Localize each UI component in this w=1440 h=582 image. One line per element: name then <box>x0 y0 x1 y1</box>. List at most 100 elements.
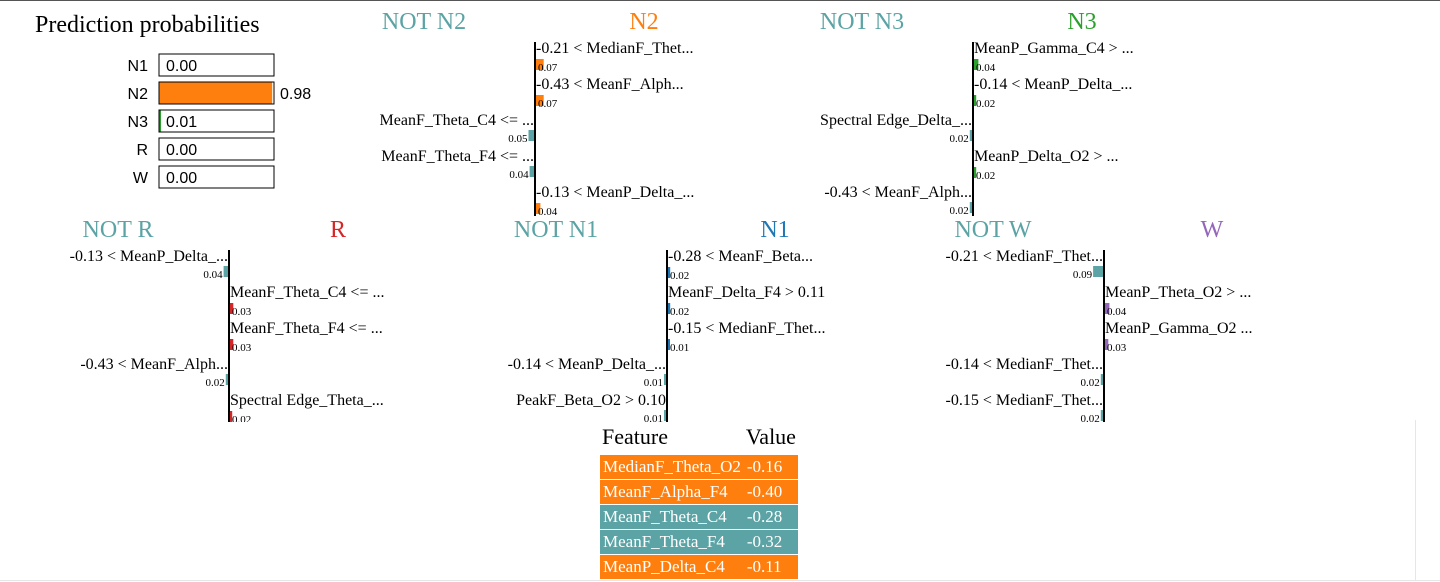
contribution-bar <box>664 374 666 385</box>
prob-bar-fill <box>159 110 161 132</box>
table-row: MedianF_Theta_O2-0.16 <box>600 454 798 480</box>
contribution-bar <box>536 95 544 106</box>
feature-label: MeanF_Theta_F4 <= ... <box>381 148 534 165</box>
contribution-bar <box>969 202 972 213</box>
value-column-header: Value <box>745 424 796 449</box>
class-heading: N2 <box>629 9 658 35</box>
table-row: MeanF_Theta_C4-0.28 <box>600 504 798 530</box>
contribution-bar <box>529 166 534 177</box>
feature-label: -0.15 < MedianF_Thet... <box>668 320 825 337</box>
weight-label: 0.02 <box>1081 413 1100 422</box>
feature-label: MeanP_Delta_O2 > ... <box>974 148 1119 165</box>
bottom-rule <box>0 580 1440 581</box>
prob-class-label: W <box>133 170 149 187</box>
feature-value-cell: -0.11 <box>743 554 798 579</box>
weight-label: 0.07 <box>538 98 558 110</box>
weight-label: 0.02 <box>232 414 251 422</box>
weight-label: 0.01 <box>644 377 663 389</box>
feature-name-cell: MeanP_Delta_C4 <box>600 554 744 579</box>
weight-label: 0.05 <box>508 133 528 145</box>
weight-label: 0.03 <box>1107 342 1127 354</box>
contribution-bar <box>974 167 977 178</box>
weight-label: 0.04 <box>203 269 223 281</box>
feature-label: Spectral Edge_Delta_... <box>820 112 972 129</box>
weight-label: 0.02 <box>950 133 969 145</box>
contribution-bar <box>1093 266 1103 277</box>
feature-label: -0.15 < MedianF_Thet... <box>946 392 1103 409</box>
feature-label: -0.43 < MeanF_Alph... <box>80 356 228 373</box>
weight-label: 0.09 <box>1073 269 1093 281</box>
weight-label: 0.02 <box>1081 377 1100 389</box>
class-heading: N3 <box>1067 9 1096 35</box>
feature-label: -0.14 < MedianF_Thet... <box>946 356 1103 373</box>
prob-bar-fill <box>159 82 273 104</box>
weight-label: 0.03 <box>232 306 252 318</box>
table-header-row: Feature Value <box>600 424 798 455</box>
weight-label: 0.04 <box>976 62 996 74</box>
contribution-bar <box>969 130 972 141</box>
feature-label: -0.13 < MeanP_Delta_... <box>536 184 694 201</box>
weight-label: 0.02 <box>670 306 689 318</box>
feature-label: -0.14 < MeanP_Delta_... <box>974 76 1132 93</box>
feature-label: MeanF_Delta_F4 > 0.11 <box>668 284 825 301</box>
output-scroll-edge <box>1415 420 1416 580</box>
not-class-heading: NOT R <box>83 217 154 243</box>
contribution-bar <box>664 410 666 421</box>
prob-class-label: N1 <box>128 58 149 75</box>
class-heading: R <box>330 217 346 243</box>
feature-value-cell: -0.32 <box>743 529 798 555</box>
feature-label: MeanF_Theta_C4 <= ... <box>380 112 534 129</box>
feature-label: -0.43 < MeanF_Alph... <box>536 76 684 93</box>
weight-label: 0.01 <box>644 413 663 422</box>
feature-label: MeanP_Gamma_C4 > ... <box>974 40 1134 57</box>
prob-bar-outline <box>158 137 275 161</box>
not-class-heading: NOT N2 <box>382 9 466 35</box>
prob-bar-outline <box>158 81 275 105</box>
prediction-probabilities-title: Prediction probabilities <box>35 12 260 38</box>
feature-name-cell: MeanF_Alpha_F4 <box>600 479 744 505</box>
feature-label: -0.28 < MeanF_Beta... <box>668 248 813 265</box>
weight-label: 0.02 <box>976 170 995 182</box>
feature-name-cell: MedianF_Theta_O2 <box>600 454 744 480</box>
prob-bar-outline <box>158 109 275 133</box>
top-rule <box>0 0 1440 1</box>
feature-label: MeanP_Gamma_O2 ... <box>1105 320 1253 337</box>
not-class-heading: NOT N1 <box>514 217 598 243</box>
contribution-bar <box>668 303 671 314</box>
contribution-bar <box>230 303 234 314</box>
weight-label: 0.04 <box>509 169 529 181</box>
contribution-bar <box>974 59 979 70</box>
contribution-bar <box>1105 303 1110 314</box>
contribution-bar <box>1100 410 1103 421</box>
feature-label: -0.21 < MedianF_Thet... <box>536 40 693 57</box>
contribution-bar <box>225 374 228 385</box>
contribution-bar <box>230 339 234 350</box>
prob-class-label: N2 <box>128 86 149 103</box>
not-class-heading: NOT W <box>954 217 1031 243</box>
contribution-bar <box>528 130 534 141</box>
table-row: MeanP_Delta_C4-0.11 <box>600 554 798 579</box>
feature-name-cell: MeanF_Theta_F4 <box>600 529 744 555</box>
weight-label: 0.02 <box>206 377 225 389</box>
feature-label: MeanF_Theta_F4 <= ... <box>230 320 383 337</box>
prob-value-label: 0.01 <box>166 114 197 131</box>
contribution-bar <box>974 95 977 106</box>
feature-column-header: Feature <box>602 424 668 449</box>
class-heading: N1 <box>760 217 789 243</box>
weight-label: 0.04 <box>538 206 558 218</box>
contribution-bar <box>223 266 228 277</box>
feature-label: MeanF_Theta_C4 <= ... <box>230 284 384 301</box>
contribution-bar <box>1105 339 1109 350</box>
contribution-bar <box>536 59 544 70</box>
prob-value-label: 0.00 <box>166 58 197 75</box>
not-class-heading: NOT N3 <box>820 9 904 35</box>
prob-bar-outline <box>158 165 275 189</box>
weight-label: 0.02 <box>950 205 969 217</box>
prob-class-label: R <box>136 142 148 159</box>
weight-label: 0.07 <box>538 62 558 74</box>
prob-value-label: 0.00 <box>166 170 197 187</box>
class-heading: W <box>1201 217 1224 243</box>
